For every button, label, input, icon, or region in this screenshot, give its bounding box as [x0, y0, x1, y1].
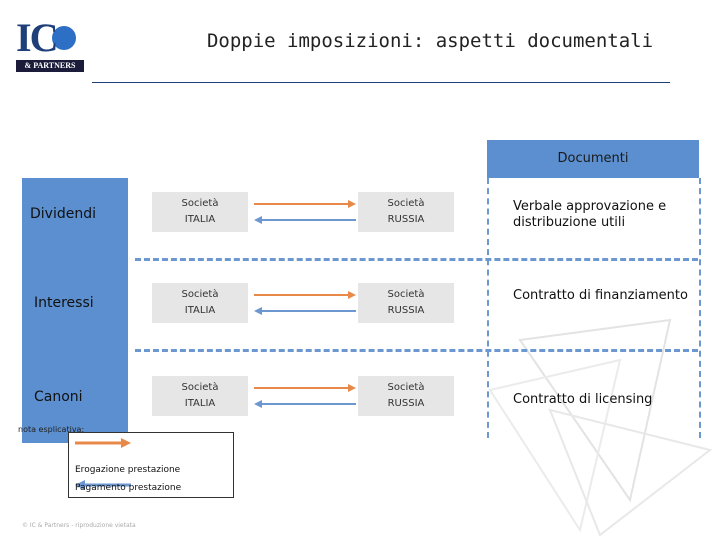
flow-arrows — [254, 291, 356, 315]
company-box-italia: Società ITALIA — [152, 192, 248, 232]
document-line: distribuzione utili — [513, 215, 626, 230]
company-country: ITALIA — [184, 305, 216, 316]
document-interessi: Contratto di finanziamento — [513, 288, 688, 304]
company-country: ITALIA — [184, 214, 216, 225]
company-type: Società — [387, 289, 425, 300]
company-type: Società — [181, 198, 219, 209]
company-country: RUSSIA — [387, 398, 425, 409]
legend-box: Erogazione prestazione Pagamento prestaz… — [68, 432, 234, 498]
company-box-italia: Società ITALIA — [152, 283, 248, 323]
legend-title: nota esplicativa: — [18, 425, 85, 434]
watermark-graphic — [488, 318, 713, 537]
company-box-russia: Società RUSSIA — [358, 283, 454, 323]
company-type: Società — [387, 382, 425, 393]
logo-subtext: & PARTNERS — [16, 60, 84, 72]
row-separator — [135, 258, 698, 261]
document-line: Contratto di licensing — [513, 392, 653, 407]
document-dividendi: Verbale approvazione e distribuzione uti… — [513, 199, 666, 231]
document-canoni: Contratto di licensing — [513, 392, 652, 408]
copyright-note: © IC & Partners - riproduzione vietata — [22, 522, 136, 529]
document-line: Contratto di finanziamento — [513, 288, 688, 303]
company-type: Società — [181, 289, 219, 300]
legend-orange-label: Erogazione prestazione — [75, 465, 181, 475]
company-type: Società — [181, 382, 219, 393]
row-separator — [135, 349, 698, 352]
logo: IC — [16, 15, 58, 60]
company-box-italia: Società ITALIA — [152, 376, 248, 416]
company-box-russia: Società RUSSIA — [358, 192, 454, 232]
legend-arrows — [75, 438, 131, 490]
page-title: Doppie imposizioni: aspetti documentali — [206, 30, 654, 52]
document-line: Verbale approvazione e — [513, 199, 667, 214]
documents-frame — [487, 178, 701, 438]
company-country: RUSSIA — [387, 214, 425, 225]
company-country: ITALIA — [184, 398, 216, 409]
company-country: RUSSIA — [387, 305, 425, 316]
company-box-russia: Società RUSSIA — [358, 376, 454, 416]
row-label-dividendi: Dividendi — [30, 206, 96, 222]
title-divider — [92, 82, 670, 83]
flow-arrows — [254, 384, 356, 408]
row-label-canoni: Canoni — [34, 389, 83, 405]
row-label-interessi: Interessi — [34, 295, 94, 311]
flow-arrows — [254, 200, 356, 224]
documents-header: Documenti — [487, 140, 699, 178]
logo-dot — [52, 26, 76, 50]
legend-blue-label: Pagamento prestazione — [75, 483, 182, 493]
category-column — [22, 178, 128, 443]
company-type: Società — [387, 198, 425, 209]
